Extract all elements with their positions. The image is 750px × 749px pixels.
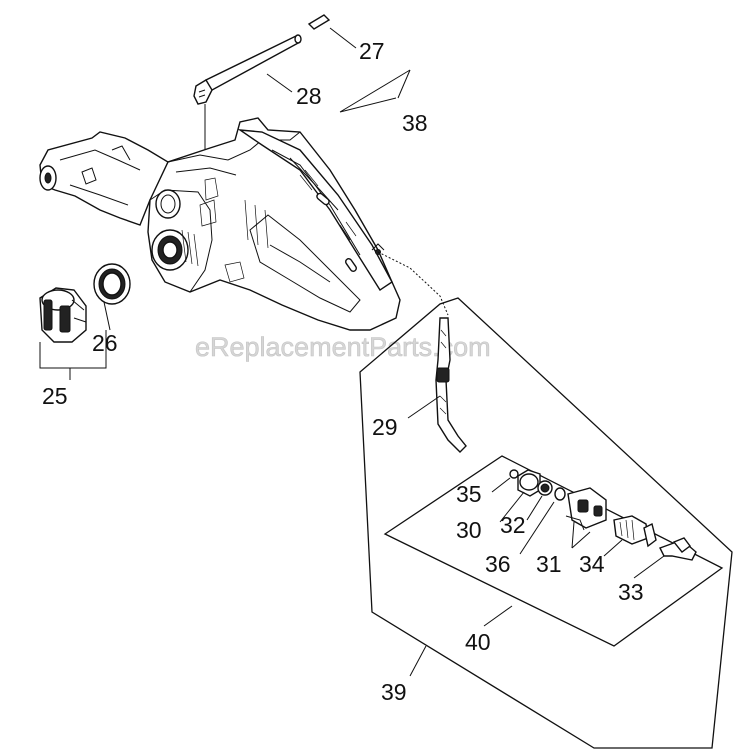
callout-40: 40 [465,629,491,655]
leader-28 [266,73,293,93]
callout-33: 33 [618,579,644,605]
leader-27 [329,27,357,49]
part-35-ball [509,469,519,479]
gasket-part-26 [93,263,131,305]
rod-tip-part-27 [307,14,331,30]
adjusting-rod-part-28 [193,34,302,150]
pump-leaders [409,477,665,677]
callout-32: 32 [500,512,526,538]
assembly-39-boundary [359,297,733,749]
oil-cap-part-25 [39,287,87,343]
callout-29: 29 [372,414,398,440]
callout-31: 31 [536,551,562,577]
part-36-ring [554,487,566,501]
part-34-shaft [613,515,649,545]
leader-29 [407,395,441,419]
callout-25: 25 [42,383,68,409]
callout-35: 35 [456,481,482,507]
leader-26 [103,301,111,331]
callout-28: 28 [296,83,322,109]
pump-components [509,469,697,561]
bracket-25 [39,330,107,369]
kit-40-box [383,455,724,647]
crankcase-housing [39,117,401,331]
callout-39: 39 [381,679,407,705]
callout-30: 30 [456,517,482,543]
oil-path-leader [377,251,449,316]
callout-36: 36 [485,551,511,577]
leader-38 [339,69,411,113]
callout-labels: 27 28 38 26 25 29 35 30 32 36 31 34 33 4… [42,38,644,705]
callout-27: 27 [359,38,385,64]
oil-hose-part-29 [435,317,467,453]
callout-38: 38 [402,110,428,136]
callout-34: 34 [579,551,605,577]
callout-26: 26 [92,330,118,356]
